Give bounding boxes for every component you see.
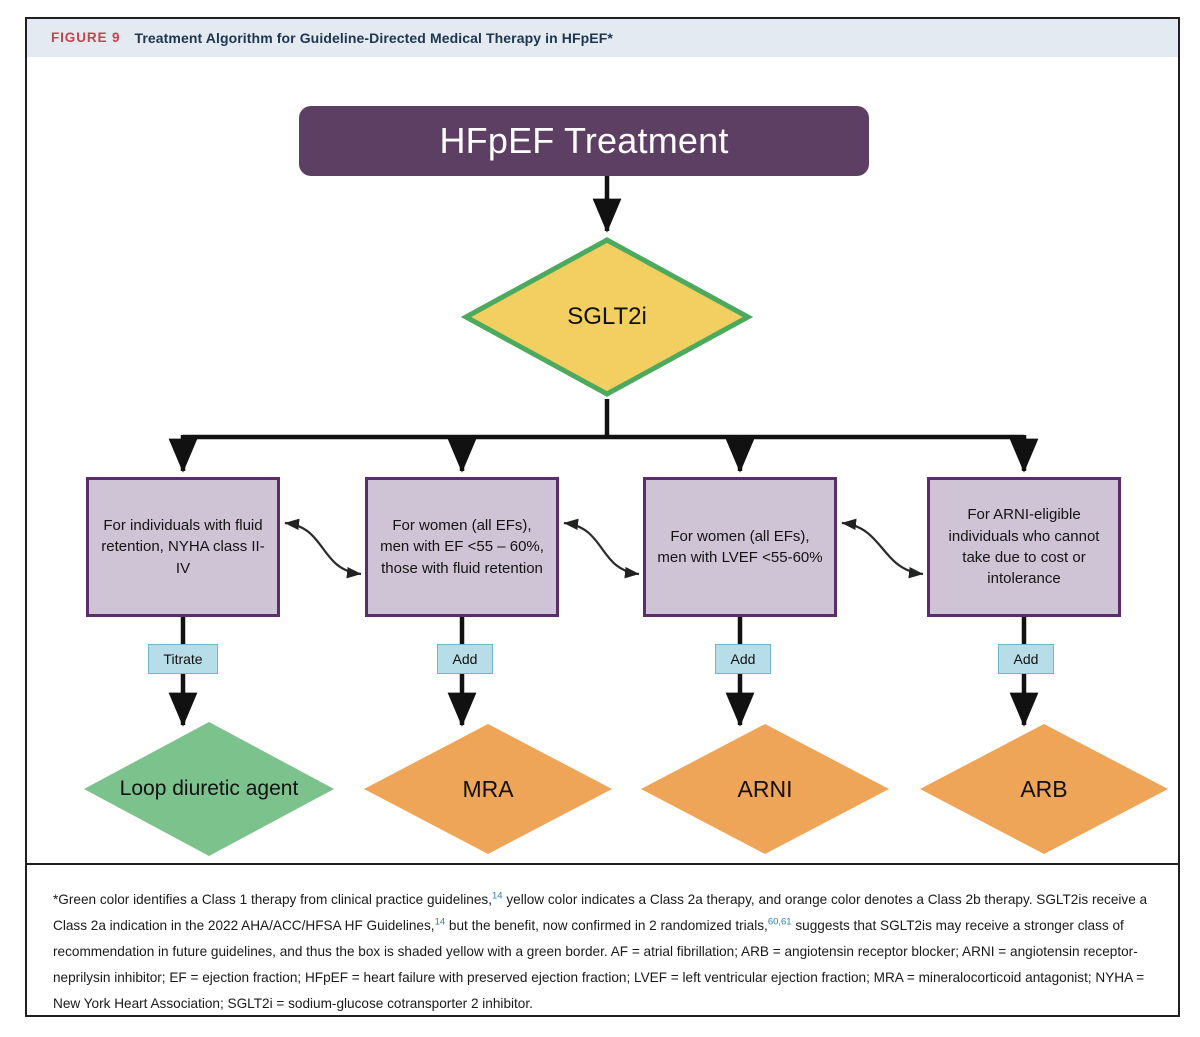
diagram-canvas: HFpEF Treatment SGLT2i For individuals w… [27,57,1178,863]
node-therapy-arb[interactable]: ARB [919,723,1169,855]
node-criteria-arni-eligible[interactable]: For ARNI-eligible individuals who cannot… [927,477,1121,617]
connector-bidirectional-box3-box4 [841,518,924,579]
figure-title: Treatment Algorithm for Guideline-Direct… [134,29,613,46]
node-criteria-women-ef-55-60-label: For women (all EFs), men with EF <55 – 6… [380,517,544,577]
footnote-reference-60-61[interactable]: 60,61 [767,916,792,928]
figure-footnote: *Green color identifies a Class 1 therap… [27,865,1178,1015]
action-chip-add-mra-label: Add [452,651,478,667]
figure-number-label: FIGURE 9 [51,30,121,45]
action-chip-titrate[interactable]: Titrate [148,644,218,674]
connector-bidirectional-box1-box2 [284,518,362,579]
action-chip-add-arni[interactable]: Add [715,644,771,674]
action-chip-add-arb[interactable]: Add [998,644,1054,674]
figure-header: FIGURE 9 Treatment Algorithm for Guideli… [27,19,1178,57]
node-hfpef-treatment[interactable]: HFpEF Treatment [299,106,869,176]
footnote-text-4: suggests that SGLT2is may receive a stro… [53,918,1145,1012]
sglt2i-diamond-shape [461,237,753,397]
action-chip-add-arni-label: Add [730,651,756,667]
node-criteria-women-ef-55-60[interactable]: For women (all EFs), men with EF <55 – 6… [365,477,559,617]
footnote-text-3: but the benefit, now confirmed in 2 rand… [445,918,768,934]
arb-diamond-shape [920,724,1168,854]
node-criteria-fluid-retention-label: For individuals with fluid retention, NY… [101,517,265,577]
connector-layer [168,176,1039,727]
footnote-text-2: yellow color indicates a Class 2a therap… [53,892,1148,934]
action-chip-add-mra[interactable]: Add [437,644,493,674]
loop-diuretic-diamond-shape [84,722,334,856]
node-criteria-fluid-retention[interactable]: For individuals with fluid retention, NY… [86,477,280,617]
node-sglt2i[interactable]: SGLT2i [461,235,753,399]
node-hfpef-treatment-label: HFpEF Treatment [439,120,729,161]
footnote-text-1: *Green color identifies a Class 1 therap… [53,892,492,907]
node-therapy-arni[interactable]: ARNI [640,723,890,855]
node-criteria-women-lvef-55-60[interactable]: For women (all EFs), men with LVEF <55-6… [643,477,837,617]
connector-bidirectional-box2-box3 [563,518,640,579]
action-chip-add-arb-label: Add [1013,651,1039,667]
action-chip-titrate-label: Titrate [163,651,203,667]
node-therapy-loop-diuretic[interactable]: Loop diuretic agent [83,721,335,857]
node-criteria-women-lvef-55-60-label: For women (all EFs), men with LVEF <55-6… [657,527,823,566]
node-therapy-mra[interactable]: MRA [363,723,613,855]
footnote-divider [27,863,1178,865]
arni-diamond-shape [641,724,889,854]
figure-frame: FIGURE 9 Treatment Algorithm for Guideli… [25,17,1180,1017]
node-criteria-arni-eligible-label: For ARNI-eligible individuals who cannot… [948,506,1100,588]
footnote-reference-14a[interactable]: 14 [491,890,503,902]
mra-diamond-shape [364,724,612,854]
footnote-reference-14b[interactable]: 14 [434,916,446,928]
